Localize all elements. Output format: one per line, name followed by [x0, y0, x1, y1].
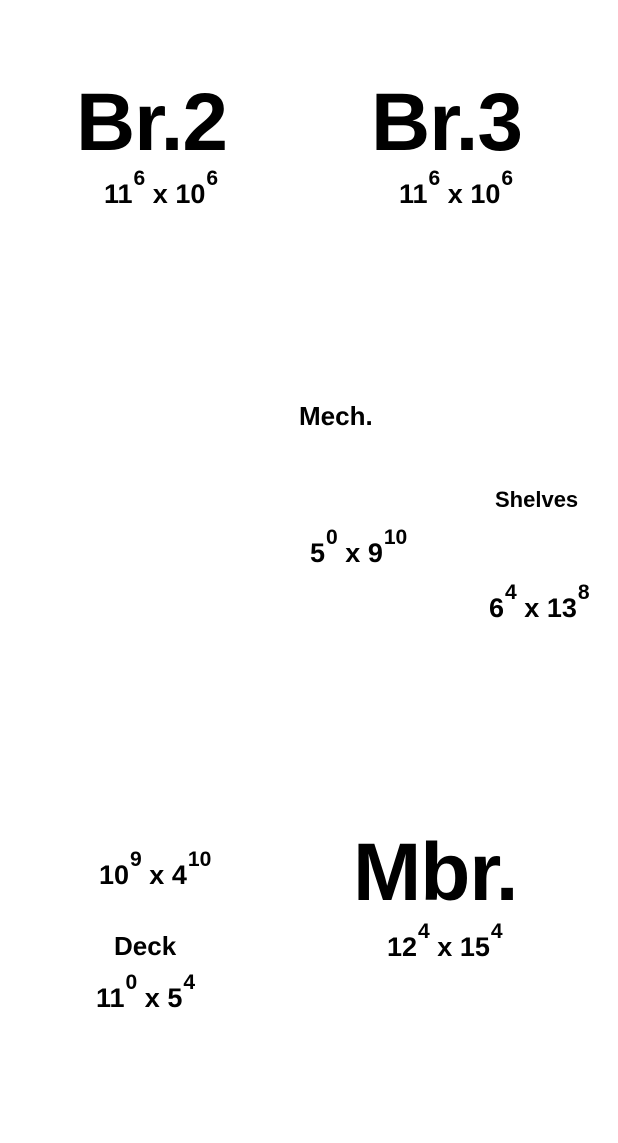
- dim-a-inches: 0: [326, 526, 338, 550]
- dim-a-inches: 4: [505, 581, 517, 605]
- dim-b-inches: 4: [490, 920, 503, 944]
- room-label-br3: Br.3: [371, 77, 523, 168]
- dim-sep: x: [152, 179, 168, 209]
- dim-b-inches: 10: [383, 526, 408, 550]
- dim-sep: x: [144, 983, 160, 1013]
- dim-sep: x: [524, 593, 540, 623]
- dim-a: 10: [99, 860, 130, 890]
- dim-b: 10: [175, 179, 206, 209]
- dim-b: 15: [459, 932, 490, 962]
- dim-a: 6: [489, 593, 505, 623]
- room-dimension-deck: 110 x 54: [96, 972, 195, 1013]
- room-label-mech: Mech.: [299, 401, 373, 431]
- dim-sep: x: [447, 179, 463, 209]
- room-dimension-br3: 116 x 106: [399, 168, 513, 209]
- dim-b-inches: 6: [206, 167, 219, 191]
- dim-a: 12: [387, 932, 418, 962]
- room-label-deck: Deck: [114, 931, 177, 961]
- dim-b: 13: [546, 593, 577, 623]
- room-dimension-closet: 109 x 410: [99, 849, 211, 890]
- dim-a-inches: 0: [125, 971, 138, 995]
- room-label-mbr: Mbr.: [353, 827, 519, 918]
- dim-b-inches: 4: [183, 971, 196, 995]
- room-dimension-shelves: 64 x 138: [489, 582, 590, 623]
- room-label-br2: Br.2: [76, 77, 228, 168]
- dim-sep: x: [345, 538, 361, 568]
- dim-a-inches: 4: [418, 920, 430, 944]
- dim-b: 9: [367, 538, 383, 568]
- dim-b: 5: [167, 983, 183, 1013]
- dim-sep: x: [149, 860, 165, 890]
- dim-b-inches: 8: [577, 581, 590, 605]
- dim-a-inches: 6: [428, 167, 441, 191]
- dim-a-inches: 6: [133, 167, 146, 191]
- dim-a-inches: 9: [130, 848, 142, 872]
- room-dimension-mech: 50 x 910: [310, 527, 407, 568]
- dim-a: 5: [310, 538, 326, 568]
- room-dimension-br2: 116 x 106: [104, 168, 218, 209]
- dim-a: 11: [399, 179, 428, 209]
- dim-b-inches: 10: [187, 848, 212, 872]
- dim-a: 11: [96, 983, 125, 1013]
- dim-sep: x: [437, 932, 453, 962]
- room-label-shelves: Shelves: [495, 487, 579, 512]
- room-dimension-mbr: 124 x 154: [387, 921, 503, 962]
- dim-b-inches: 6: [501, 167, 514, 191]
- dim-b: 4: [171, 860, 187, 890]
- dim-b: 10: [470, 179, 501, 209]
- dim-a: 11: [104, 179, 133, 209]
